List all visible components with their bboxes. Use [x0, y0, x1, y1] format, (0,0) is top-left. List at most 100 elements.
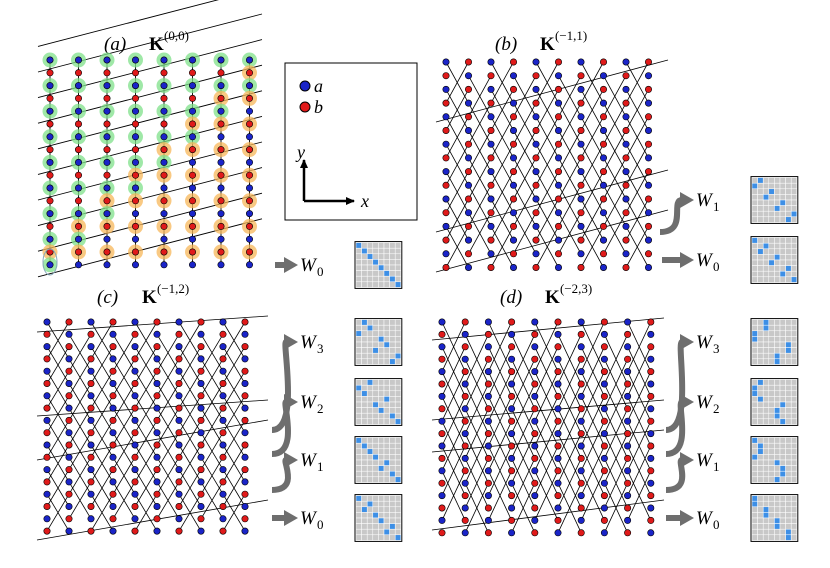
- site-b-dot: [131, 429, 139, 437]
- weight-matrix-cell: [372, 396, 379, 403]
- site-b-dot: [109, 318, 117, 326]
- weight-matrix-cell: [355, 407, 362, 414]
- weight-matrix-cell: [790, 534, 798, 541]
- weight-matrix-cell: [768, 534, 775, 541]
- weight-matrix-cell: [751, 205, 758, 212]
- site-b-dot: [65, 416, 73, 424]
- site-b-dot: [484, 529, 492, 537]
- site-a-dot: [75, 261, 83, 269]
- weight-matrix-cell: [389, 384, 396, 392]
- site-a-dot: [65, 478, 73, 486]
- site-b-dot: [438, 380, 446, 388]
- weight-matrix-cell: [790, 384, 798, 392]
- weight-matrix-cell: [361, 459, 368, 466]
- weight-matrix-cell: [394, 401, 402, 408]
- weight-matrix-cell: [757, 418, 764, 425]
- weight-matrix-cell: [790, 254, 798, 261]
- weight-matrix-cell: [785, 495, 792, 502]
- weight-matrix-cell: [757, 347, 764, 354]
- site-b-dot: [75, 120, 83, 128]
- site-a-dot: [246, 210, 254, 218]
- weight-matrix-cell: [372, 470, 379, 478]
- site-b-dot: [461, 417, 469, 425]
- weight-matrix-cell-filled: [779, 470, 786, 478]
- site-a-dot: [442, 195, 450, 203]
- weight-matrix-cell-filled: [779, 270, 786, 278]
- bond-line: [441, 421, 466, 471]
- site-b-dot: [46, 120, 54, 128]
- weight-matrix-cell-filled: [785, 265, 792, 272]
- site-a-dot: [624, 516, 632, 524]
- panel-d-output-w-subscript: 2: [713, 401, 720, 416]
- bond-line: [511, 359, 536, 409]
- site-a-dot: [241, 355, 249, 363]
- weight-matrix-cell: [757, 336, 764, 343]
- site-a-dot: [509, 263, 517, 271]
- panel-b-kernel-symbol: K: [540, 34, 555, 55]
- weight-matrix-cell: [394, 448, 402, 455]
- site-b-dot: [647, 392, 655, 400]
- weight-matrix-cell: [785, 205, 792, 212]
- site-a-dot: [624, 318, 632, 326]
- site-a-dot: [246, 184, 254, 192]
- weight-matrix-cell: [361, 242, 368, 249]
- site-a-dot: [622, 168, 630, 176]
- weight-matrix-cell: [774, 276, 781, 283]
- site-b-dot: [219, 527, 227, 535]
- weight-matrix-cell: [366, 330, 374, 337]
- weight-matrix-cell: [757, 523, 764, 530]
- bond-line: [200, 481, 224, 520]
- site-a-dot: [509, 154, 517, 162]
- weight-matrix-cell: [768, 177, 775, 184]
- site-a-dot: [132, 56, 140, 64]
- weight-matrix-cell: [378, 459, 385, 466]
- site-a-dot: [508, 479, 516, 487]
- weight-matrix-cell: [751, 216, 758, 223]
- weight-matrix-cell: [768, 465, 775, 472]
- weight-matrix-cell: [361, 528, 368, 536]
- site-b-dot: [175, 453, 183, 461]
- site-b-dot: [197, 343, 205, 351]
- site-a-dot: [600, 430, 608, 438]
- weight-matrix-cell: [768, 476, 775, 483]
- bond-line: [603, 212, 627, 254]
- weight-matrix-cell: [757, 182, 764, 190]
- site-b-dot: [622, 236, 630, 244]
- panel-c-output-w-subscript: 2: [317, 401, 324, 416]
- site-a-dot: [65, 330, 73, 338]
- weight-matrix-cell: [378, 247, 385, 255]
- site-a-dot: [577, 392, 585, 400]
- site-a-dot: [531, 516, 539, 524]
- site-a-dot: [132, 82, 140, 90]
- weight-matrix-cell: [378, 401, 385, 408]
- weight-matrix-cell: [378, 347, 385, 354]
- bond-line: [36, 315, 269, 333]
- site-a-dot: [217, 261, 225, 269]
- site-b-dot: [624, 355, 632, 363]
- site-a-dot: [509, 209, 517, 217]
- site-a-dot: [531, 467, 539, 475]
- weight-matrix-cell: [790, 177, 798, 184]
- site-a-dot: [160, 107, 168, 115]
- weight-matrix-cell: [779, 534, 786, 541]
- site-a-dot: [531, 492, 539, 500]
- panel-c-output-w-symbol: W: [300, 332, 318, 353]
- bond-line: [488, 346, 512, 397]
- weight-matrix-cell: [394, 459, 402, 466]
- weight-matrix-cell: [779, 319, 786, 326]
- weight-matrix-cell: [751, 470, 758, 478]
- weight-matrix-cell: [774, 528, 781, 536]
- site-b-dot: [509, 113, 517, 121]
- site-b-dot: [103, 248, 111, 256]
- site-a-dot: [484, 442, 492, 450]
- panel-c-output-w-symbol: W: [300, 508, 318, 529]
- weight-matrix-cell: [751, 448, 758, 455]
- site-a-dot: [46, 210, 54, 218]
- site-b-dot: [644, 222, 652, 230]
- weight-matrix-cell: [361, 418, 368, 425]
- site-b-dot: [75, 146, 83, 154]
- site-a-dot: [160, 56, 168, 64]
- weight-matrix-cell: [389, 495, 396, 502]
- site-b-dot: [160, 120, 168, 128]
- weight-matrix-cell: [757, 270, 764, 278]
